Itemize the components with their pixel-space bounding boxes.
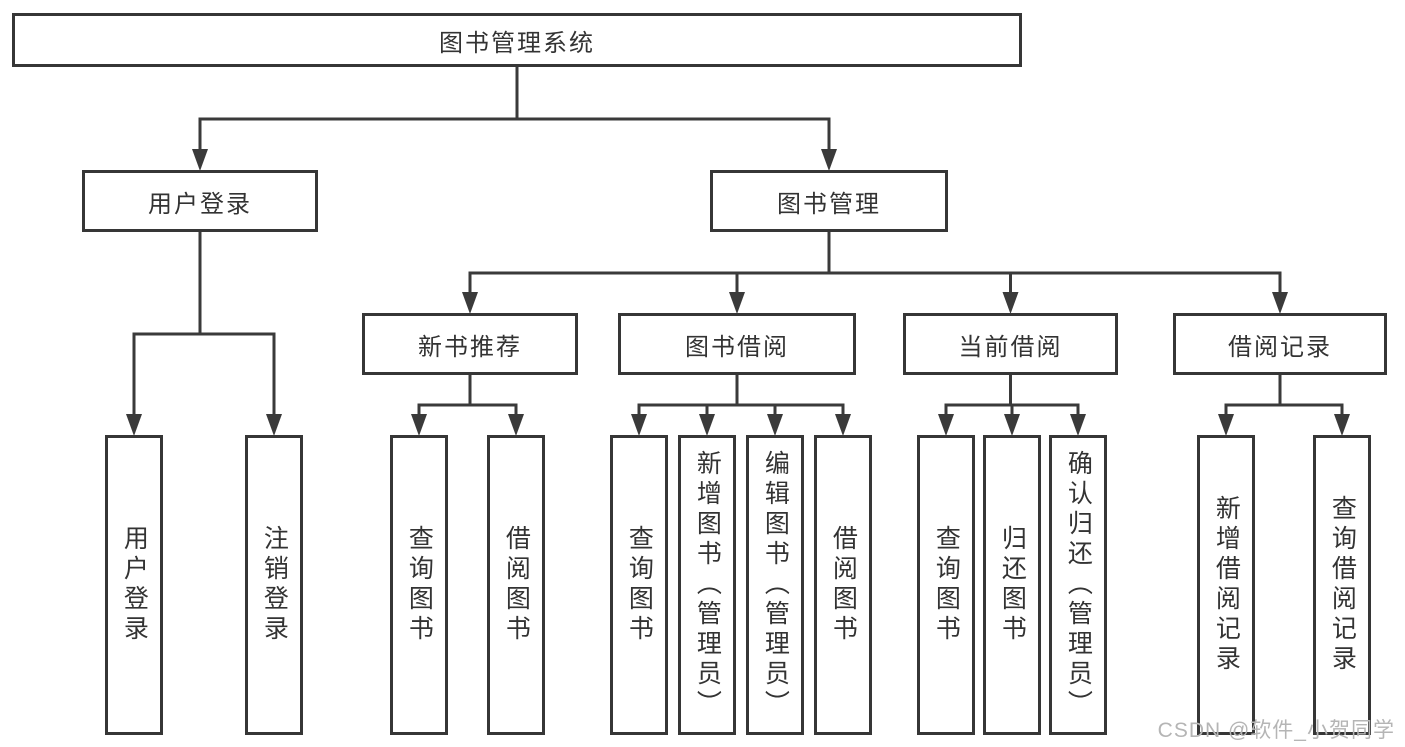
leaf-confirm-return-admin: 确认归还（管理员）: [1049, 435, 1107, 735]
node-label: 用户登录: [148, 190, 252, 218]
leaf-query-books-current: 查询图书: [917, 435, 975, 735]
leaf-logout: 注销登录: [245, 435, 303, 735]
node-library-system: 图书管理系统: [12, 13, 1022, 67]
leaf-query-borrow-record: 查询借阅记录: [1313, 435, 1371, 735]
node-label: 当前借阅: [958, 333, 1063, 361]
node-label: 注销登录: [260, 525, 289, 645]
node-label: 查询借阅记录: [1328, 495, 1357, 675]
leaf-borrow-books-borrowing: 借阅图书: [814, 435, 872, 735]
node-new-book-recommend: 新书推荐: [362, 313, 578, 375]
node-label: 新书推荐: [418, 333, 522, 361]
node-label: 编辑图书（管理员）: [761, 450, 790, 720]
node-label: 图书管理系统: [439, 29, 595, 57]
node-label: 图书管理: [777, 190, 881, 218]
node-label: 借阅图书: [829, 525, 858, 645]
node-book-borrowing: 图书借阅: [618, 313, 856, 375]
node-label: 新增借阅记录: [1212, 495, 1241, 675]
node-borrowing-records: 借阅记录: [1173, 313, 1387, 375]
node-label: 查询图书: [405, 525, 434, 645]
node-user-login: 用户登录: [82, 170, 318, 232]
leaf-add-borrow-record: 新增借阅记录: [1197, 435, 1255, 735]
leaf-borrow-books-recommend: 借阅图书: [487, 435, 545, 735]
leaf-edit-books-admin: 编辑图书（管理员）: [746, 435, 804, 735]
node-label: 查询图书: [625, 525, 654, 645]
node-label: 借阅记录: [1228, 333, 1332, 361]
leaf-return-books: 归还图书: [983, 435, 1041, 735]
node-label: 图书借阅: [685, 333, 789, 361]
leaf-query-books-borrowing: 查询图书: [610, 435, 668, 735]
csdn-watermark: CSDN @软件_小贺同学: [1157, 719, 1395, 742]
leaf-user-login: 用户登录: [105, 435, 163, 735]
node-label: 用户登录: [120, 525, 149, 645]
node-current-borrowing: 当前借阅: [903, 313, 1118, 375]
node-label: 归还图书: [998, 525, 1027, 645]
node-book-management: 图书管理: [710, 170, 948, 232]
node-label: 确认归还（管理员）: [1064, 450, 1093, 720]
leaf-add-books-admin: 新增图书（管理员）: [678, 435, 736, 735]
node-label: 新增图书（管理员）: [693, 450, 722, 720]
node-label: 查询图书: [932, 525, 961, 645]
leaf-query-books-recommend: 查询图书: [390, 435, 448, 735]
node-label: 借阅图书: [502, 525, 531, 645]
